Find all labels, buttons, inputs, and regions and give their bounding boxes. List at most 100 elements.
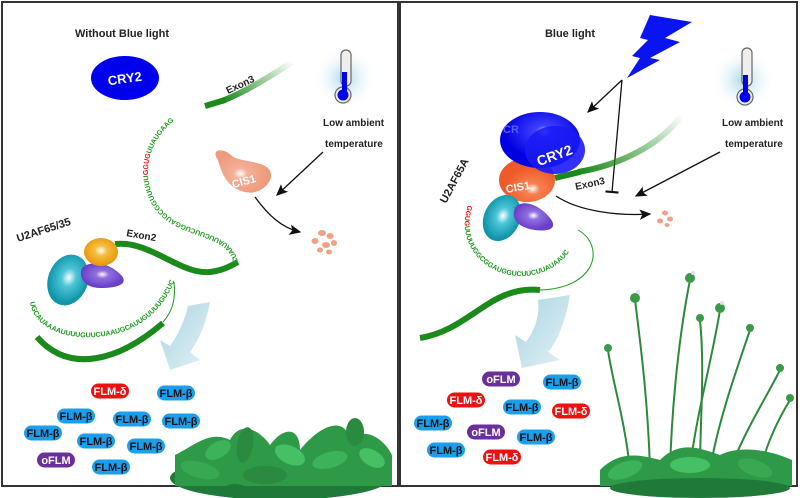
isoform-label: FLM-δ bbox=[486, 452, 519, 464]
isoform-label: FLM-β bbox=[130, 441, 163, 453]
left-temp-line2: temperature bbox=[325, 139, 383, 150]
degraded-fragments bbox=[311, 230, 337, 255]
isoform-pill-other: oFLM bbox=[37, 452, 75, 468]
flowering-plant-image bbox=[607, 279, 791, 471]
cis1-label-right: CIS1 bbox=[505, 180, 531, 196]
right-temp-line2: temperature bbox=[725, 139, 783, 150]
u2af65a-label: U2AF65A bbox=[438, 157, 472, 206]
cry2-label: CRY2 bbox=[107, 69, 143, 89]
isoform-pill-shape bbox=[37, 452, 75, 468]
isoform-pill-beta: FLM-β bbox=[92, 459, 130, 475]
isoform-pill-shape bbox=[543, 374, 581, 390]
u2af-complex bbox=[47, 238, 124, 306]
temperature-arrow bbox=[276, 151, 324, 196]
right-panel-frame bbox=[399, 1, 798, 487]
isoform-pill-shape bbox=[482, 371, 520, 387]
exon1-segment bbox=[34, 320, 165, 363]
isoform-pill-shape bbox=[483, 449, 521, 465]
intron-line-right bbox=[539, 229, 594, 291]
isoform-pill-shape bbox=[77, 433, 115, 449]
rna-red-motif: GGUG bbox=[463, 204, 473, 226]
isoform-pill-delta: FLM-δ bbox=[483, 449, 521, 465]
isoform-pill-beta: FLM-β bbox=[427, 442, 465, 458]
u2af65-35-label: U2AF65/35 bbox=[15, 216, 72, 245]
blue-light-bolt-icon bbox=[627, 15, 692, 78]
isoform-pill-shape bbox=[57, 408, 95, 424]
isoform-pill-beta: FLM-β bbox=[414, 415, 452, 431]
isoform-label: FLM-δ bbox=[94, 386, 127, 398]
rna-upper-sequence: CUAAUAUUCUUCUGGAUGCGGUUUUUGGUGUUAUGAAG bbox=[143, 117, 240, 264]
isoform-label: FLM-δ bbox=[555, 406, 588, 418]
exon2-segment bbox=[114, 240, 240, 276]
right-panel: Blue light Low ambient temperature bbox=[414, 15, 794, 498]
isoform-pill-shape bbox=[467, 424, 505, 440]
isoform-pill-beta: FLM-β bbox=[157, 385, 195, 401]
u2af65a-complex bbox=[482, 194, 554, 242]
isoform-pill-shape bbox=[92, 459, 130, 475]
isoform-pill-shape bbox=[552, 403, 590, 419]
isoform-label: FLM-β bbox=[430, 445, 463, 457]
isoform-label: FLM-β bbox=[60, 411, 93, 423]
isoform-pill-shape bbox=[127, 438, 165, 454]
isoform-pill-beta: FLM-β bbox=[517, 429, 555, 445]
isoform-pill-shape bbox=[24, 425, 62, 441]
isoform-pill-shape bbox=[162, 413, 200, 429]
isoform-pill-shape bbox=[517, 429, 555, 445]
exon3-segment bbox=[204, 97, 226, 109]
isoform-pill-beta: FLM-β bbox=[57, 408, 95, 424]
isoform-label: FLM-β bbox=[165, 416, 198, 428]
isoform-pill-shape bbox=[414, 415, 452, 431]
isoform-pill-beta: FLM-β bbox=[162, 413, 200, 429]
right-title: Blue light bbox=[545, 28, 595, 40]
exon3-label-right: Exon3 bbox=[574, 176, 606, 193]
left-temp-line1: Low ambient bbox=[323, 118, 385, 129]
splicing-outcome-arrow-right bbox=[515, 295, 570, 368]
isoform-label: FLM-β bbox=[546, 377, 579, 389]
isoform-pill-delta: FLM-δ bbox=[447, 392, 485, 408]
isoform-pill-other: oFLM bbox=[467, 424, 505, 440]
cis1-protein: CIS1 bbox=[215, 150, 272, 193]
rosette-plant-image bbox=[170, 418, 392, 498]
isoform-pill-delta: FLM-δ bbox=[552, 403, 590, 419]
isoform-pill-shape bbox=[157, 385, 195, 401]
isoform-label: FLM-β bbox=[80, 436, 113, 448]
isoform-label: oFLM bbox=[471, 427, 500, 439]
isoform-label: FLM-δ bbox=[450, 395, 483, 407]
isoform-label: FLM-β bbox=[506, 402, 539, 414]
right-temp-line1: Low ambient bbox=[722, 118, 784, 129]
thermometer-icon-right bbox=[711, 47, 775, 112]
splicing-outcome-arrow bbox=[160, 302, 210, 370]
flower-clusters bbox=[604, 271, 794, 402]
isoform-pill-shape bbox=[447, 392, 485, 408]
isoform-pill-shape bbox=[113, 411, 151, 427]
exon3-segment-right bbox=[554, 169, 581, 181]
isoform-pill-shape bbox=[503, 399, 541, 415]
isoform-label: FLM-β bbox=[116, 414, 149, 426]
isoform-pill-delta: FLM-δ bbox=[91, 383, 129, 399]
isoform-label: FLM-β bbox=[520, 432, 553, 444]
cry2-protein: CRY2 bbox=[91, 56, 159, 100]
thermometer-icon bbox=[313, 46, 377, 110]
isoform-label: FLM-β bbox=[417, 418, 450, 430]
isoform-pill-beta: FLM-β bbox=[24, 425, 62, 441]
isoform-pill-beta: FLM-β bbox=[503, 399, 541, 415]
exon3-fade bbox=[220, 59, 294, 104]
cry2-back-label: CR bbox=[503, 124, 519, 136]
blue-light-inhibition-line bbox=[605, 79, 623, 194]
isoform-pill-beta: FLM-β bbox=[77, 433, 115, 449]
cry2-dimer bbox=[500, 112, 585, 174]
temperature-arrow-right bbox=[634, 151, 721, 197]
isoform-pill-beta: FLM-β bbox=[543, 374, 581, 390]
isoform-label: FLM-β bbox=[160, 388, 193, 400]
isoform-pill-shape bbox=[427, 442, 465, 458]
degradation-arrow-right bbox=[555, 195, 652, 220]
degradation-arrow bbox=[254, 196, 302, 235]
intron-line bbox=[162, 281, 175, 323]
exon-segment-right bbox=[419, 286, 541, 341]
exon2-label: Exon2 bbox=[125, 228, 157, 244]
flowering-plant-rosette bbox=[600, 447, 792, 498]
isoform-pill-shape bbox=[91, 383, 129, 399]
